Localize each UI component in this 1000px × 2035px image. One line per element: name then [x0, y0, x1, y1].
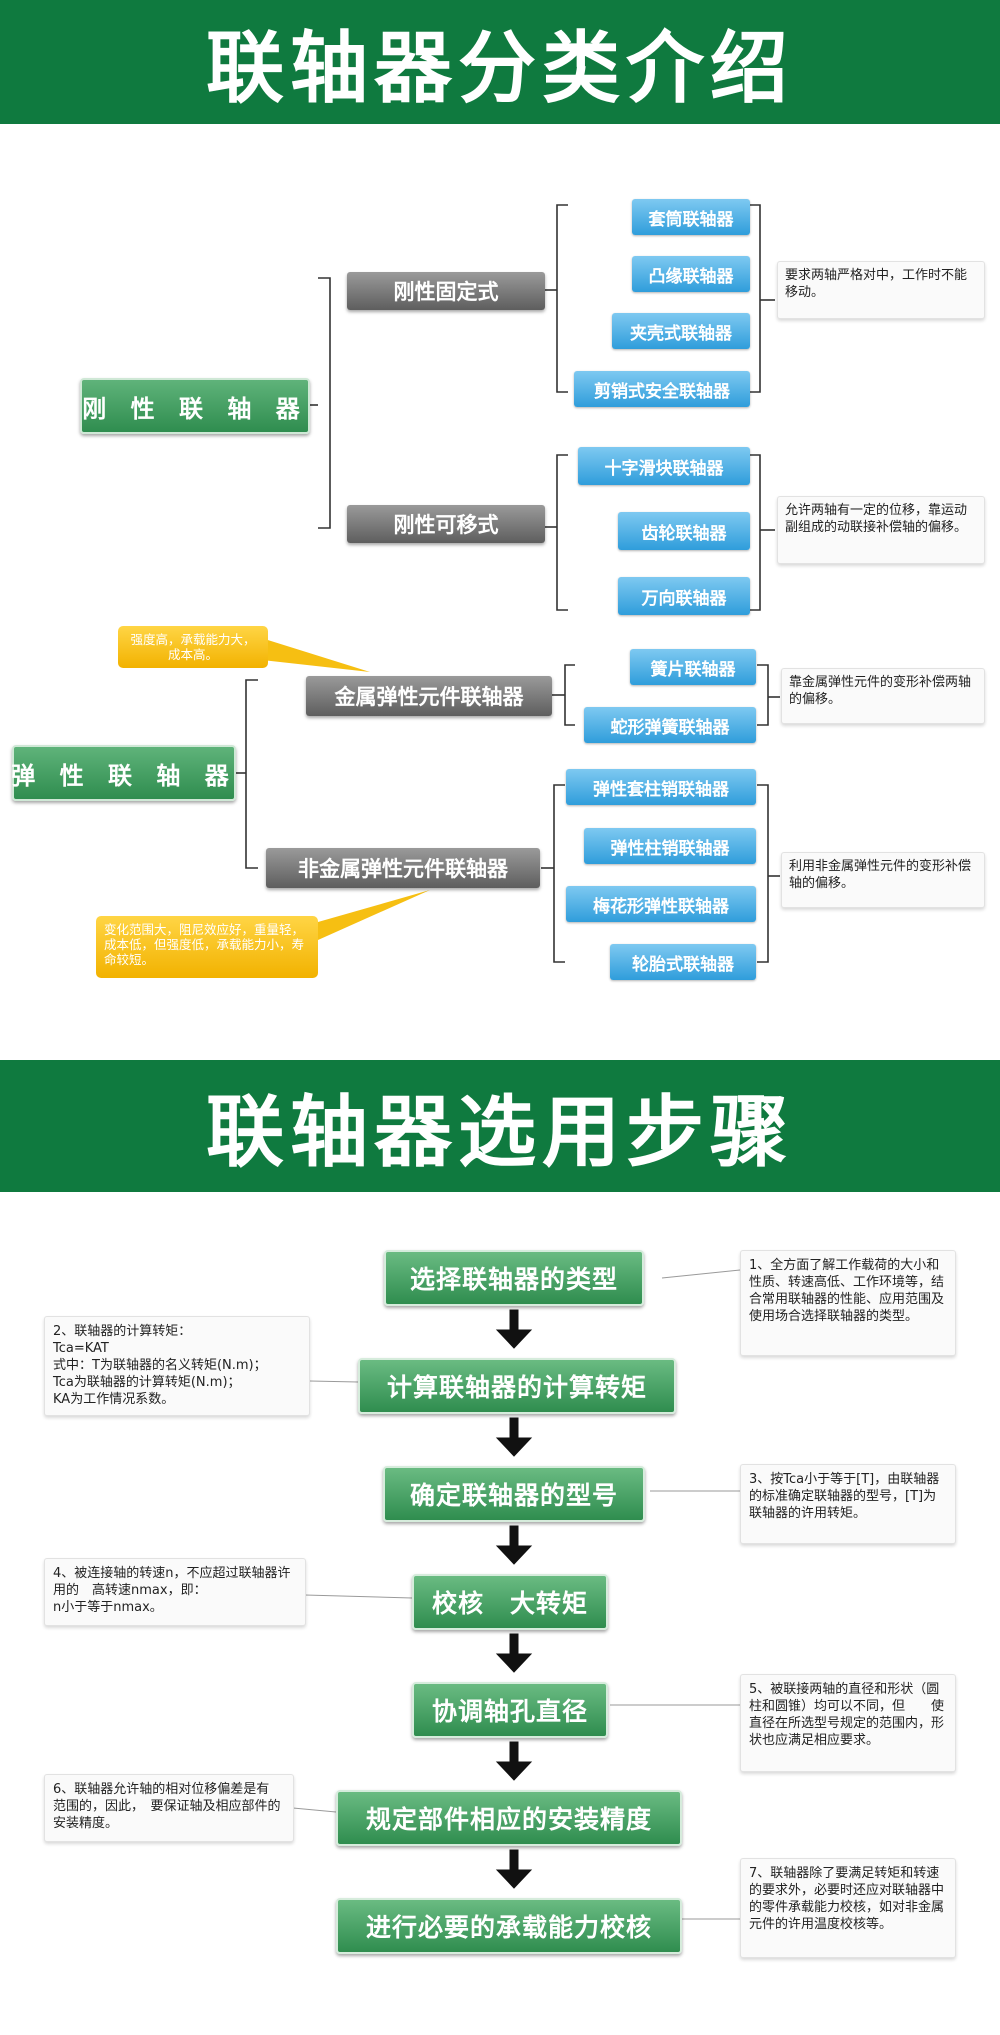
fixed-note: 要求两轴严格对中，工作时不能移动。 — [777, 261, 985, 319]
fixed-item-3: 夹壳式联轴器 — [612, 313, 750, 349]
movable-item-label: 齿轮联轴器 — [641, 523, 727, 544]
movable-item-3: 万向联轴器 — [618, 577, 750, 615]
movable-item-label: 万向联轴器 — [641, 588, 727, 609]
nonmetal-item-3: 梅花形弹性联轴器 — [566, 886, 756, 922]
step-5-note: 5、被联接两轴的直径和形状（圆柱和圆锥）均可以不同，但 使直径在所选型号规定的范… — [740, 1674, 956, 1772]
step-2: 计算联轴器的计算转矩 — [358, 1358, 676, 1414]
movable-item-1: 十字滑块联轴器 — [578, 447, 750, 485]
fixed-item-label: 夹壳式联轴器 — [630, 323, 732, 344]
metal-callout: 强度高，承载能力大，成本高。 — [118, 626, 268, 668]
step-7: 进行必要的承载能力校核 — [336, 1898, 682, 1954]
nonmetal-item-2: 弹性柱销联轴器 — [584, 828, 756, 864]
nonmetal-callout: 变化范围大，阻尼效应好，重量轻，成本低，但强度低，承载能力小，寿命较短。 — [96, 916, 318, 978]
step-label: 规定部件相应的安装精度 — [365, 1805, 652, 1834]
step-label: 确定联轴器的型号 — [409, 1481, 618, 1510]
nonmetal-item-label: 弹性柱销联轴器 — [610, 838, 730, 859]
metal-elastic-label: 金属弹性元件联轴器 — [334, 685, 524, 709]
step-1-note: 1、全方面了解工作载荷的大小和性质、转速高低、工作环境等，结合常用联轴器的性能、… — [740, 1250, 956, 1356]
movable-note: 允许两轴有一定的位移，靠运动副组成的动联接补偿轴的偏移。 — [777, 496, 985, 564]
fixed-item-label: 套筒联轴器 — [648, 209, 734, 230]
movable-item-label: 十字滑块联轴器 — [604, 458, 724, 479]
step-7-note: 7、联轴器除了要满足转矩和转速的要求外，必要时还应对联轴器中的零件承载能力校核，… — [740, 1858, 956, 1958]
fixed-item-2: 凸缘联轴器 — [632, 256, 750, 292]
nonmetal-elastic-label: 非金属弹性元件联轴器 — [298, 857, 508, 881]
elastic-coupling-label: 弹 性 联 轴 器 — [11, 761, 237, 790]
metal-item-label: 簧片联轴器 — [650, 659, 736, 680]
elastic-coupling-node: 弹 性 联 轴 器 — [11, 745, 237, 801]
fixed-item-label: 剪销式安全联轴器 — [594, 381, 730, 402]
metal-note: 靠金属弹性元件的变形补偿两轴的偏移。 — [781, 668, 985, 724]
step-label: 协调轴孔直径 — [431, 1697, 588, 1726]
nonmetal-elastic-node: 非金属弹性元件联轴器 — [266, 848, 540, 888]
metal-item-2: 蛇形弹簧联轴器 — [584, 707, 756, 743]
step-2-note: 2、联轴器的计算转矩： Tca=KAT 式中：T为联轴器的名义转矩(N.m)； … — [44, 1316, 310, 1416]
section1-banner: 联轴器分类介绍 — [0, 0, 1000, 124]
step-label: 校核 大转矩 — [431, 1589, 588, 1618]
step-1: 选择联轴器的类型 — [384, 1250, 644, 1306]
nonmetal-item-label: 弹性套柱销联轴器 — [593, 779, 729, 800]
step-label: 进行必要的承载能力校核 — [365, 1913, 652, 1942]
metal-item-1: 簧片联轴器 — [630, 649, 756, 685]
step-6-note: 6、联轴器允许轴的相对位移偏差是有 范围的，因此， 要保证轴及相应部件的安装精度… — [44, 1774, 294, 1842]
section1-title: 联轴器分类介绍 — [205, 24, 794, 114]
fixed-item-1: 套筒联轴器 — [632, 199, 750, 235]
rigid-fixed-node: 刚性固定式 — [347, 272, 545, 310]
rigid-coupling-node: 刚 性 联 轴 器 — [80, 378, 310, 434]
fixed-item-4: 剪销式安全联轴器 — [574, 371, 750, 407]
nonmetal-note: 利用非金属弹性元件的变形补偿轴的偏移。 — [781, 852, 985, 908]
nonmetal-item-label: 轮胎式联轴器 — [632, 954, 734, 975]
rigid-coupling-label: 刚 性 联 轴 器 — [82, 394, 308, 423]
movable-item-2: 齿轮联轴器 — [618, 512, 750, 550]
section2-title: 联轴器选用步骤 — [205, 1088, 794, 1178]
nonmetal-item-4: 轮胎式联轴器 — [610, 944, 756, 980]
rigid-fixed-label: 刚性固定式 — [393, 280, 499, 304]
step-5: 协调轴孔直径 — [412, 1682, 608, 1738]
fixed-item-label: 凸缘联轴器 — [648, 266, 734, 287]
step-4-note: 4、被连接轴的转速n，不应超过联轴器许用的 高转速nmax，即： n小于等于nm… — [44, 1558, 306, 1626]
metal-elastic-node: 金属弹性元件联轴器 — [306, 676, 552, 716]
rigid-movable-node: 刚性可移式 — [347, 505, 545, 543]
metal-item-label: 蛇形弹簧联轴器 — [610, 717, 730, 738]
nonmetal-item-1: 弹性套柱销联轴器 — [566, 769, 756, 805]
step-label: 计算联轴器的计算转矩 — [386, 1373, 647, 1402]
rigid-movable-label: 刚性可移式 — [393, 513, 499, 537]
step-label: 选择联轴器的类型 — [409, 1265, 618, 1294]
step-6: 规定部件相应的安装精度 — [336, 1790, 682, 1846]
step-3-note: 3、按Tca小于等于[T]，由联轴器的标准确定联轴器的型号，[T]为联轴器的许用… — [740, 1464, 956, 1544]
section2-banner: 联轴器选用步骤 — [0, 1060, 1000, 1192]
nonmetal-item-label: 梅花形弹性联轴器 — [593, 896, 729, 917]
step-3: 确定联轴器的型号 — [383, 1466, 645, 1522]
step-4: 校核 大转矩 — [412, 1574, 608, 1630]
